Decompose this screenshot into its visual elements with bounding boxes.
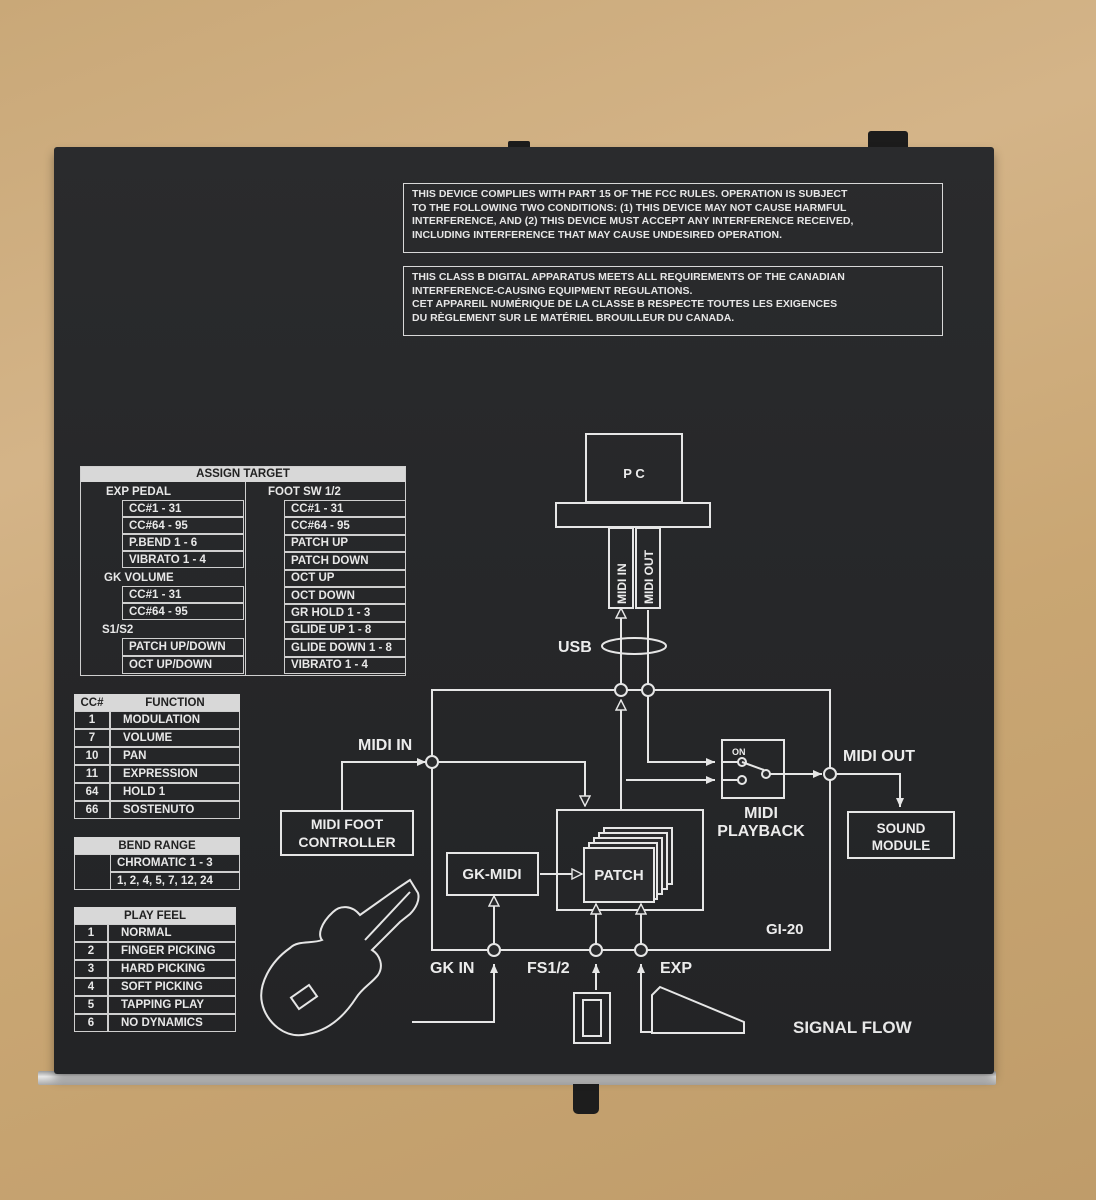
play-feel-number: 4 bbox=[74, 978, 108, 996]
exp-label: EXP bbox=[660, 960, 692, 977]
cc-number: 1 bbox=[74, 711, 110, 729]
footswitch-icon bbox=[573, 992, 611, 1044]
fcc-notice: THIS DEVICE COMPLIES WITH PART 15 OF THE… bbox=[403, 183, 943, 253]
gk-midi-label: GK-MIDI bbox=[462, 866, 521, 883]
play-feel-number: 2 bbox=[74, 942, 108, 960]
cc-function: HOLD 1 bbox=[110, 783, 240, 801]
midi-playback-label-2: PLAYBACK bbox=[717, 823, 805, 840]
gi20-label: GI-20 bbox=[766, 921, 804, 938]
play-feel-name: FINGER PICKING bbox=[108, 942, 236, 960]
gk-volume-header: GK VOLUME bbox=[104, 571, 174, 584]
usb-ring bbox=[601, 637, 667, 655]
assign-left-row: PATCH UP/DOWN bbox=[122, 638, 244, 656]
gk-in-label: GK IN bbox=[430, 960, 474, 977]
play-feel-title: PLAY FEEL bbox=[74, 907, 236, 924]
play-feel-name: TAPPING PLAY bbox=[108, 996, 236, 1014]
top-clip bbox=[868, 131, 908, 149]
assign-left-row: CC#64 - 95 bbox=[122, 517, 244, 534]
midi-foot-label-2: CONTROLLER bbox=[298, 834, 395, 850]
cc-function: PAN bbox=[110, 747, 240, 765]
play-feel-number: 5 bbox=[74, 996, 108, 1014]
exp-pedal-header: EXP PEDAL bbox=[106, 485, 171, 498]
gi20-box bbox=[431, 689, 831, 951]
midi-playback-label-1: MIDI bbox=[744, 805, 778, 822]
cc-number: 66 bbox=[74, 801, 110, 819]
on-label: ON bbox=[732, 747, 746, 757]
canada-notice: THIS CLASS B DIGITAL APPARATUS MEETS ALL… bbox=[403, 266, 943, 336]
function-col-header: FUNCTION bbox=[145, 696, 205, 709]
assign-left-row: CC#1 - 31 bbox=[122, 500, 244, 517]
cc-number: 7 bbox=[74, 729, 110, 747]
s1s2-header: S1/S2 bbox=[102, 623, 134, 636]
play-feel-name: SOFT PICKING bbox=[108, 978, 236, 996]
midi-out-port-label: MIDI OUT bbox=[642, 549, 656, 604]
midi-foot-label-1: MIDI FOOT bbox=[311, 816, 384, 832]
midi-in-port-label: MIDI IN bbox=[615, 563, 629, 604]
assign-left-row: CC#64 - 95 bbox=[122, 603, 244, 620]
assign-left-row: P.BEND 1 - 6 bbox=[122, 534, 244, 551]
midi-in-label: MIDI IN bbox=[358, 737, 412, 754]
assign-left-row: OCT UP/DOWN bbox=[122, 656, 244, 674]
signal-flow-label: SIGNAL FLOW bbox=[793, 1018, 912, 1037]
expression-pedal-icon bbox=[651, 985, 745, 1034]
patch-area bbox=[556, 809, 704, 911]
bend-range-row: 1, 2, 4, 5, 7, 12, 24 bbox=[110, 872, 240, 890]
pc-label: P C bbox=[623, 466, 645, 481]
play-feel-number: 6 bbox=[74, 1014, 108, 1032]
bend-range-row: CHROMATIC 1 - 3 bbox=[110, 854, 240, 872]
device-rim bbox=[38, 1071, 996, 1085]
assign-target-table: ASSIGN TARGET EXP PEDAL CC#1 - 31 CC#64 … bbox=[80, 466, 406, 678]
top-nub bbox=[508, 141, 530, 149]
pc-midi-out-port bbox=[635, 527, 661, 609]
device-knob bbox=[573, 1084, 599, 1114]
usb-label: USB bbox=[558, 639, 592, 656]
pc-base bbox=[555, 502, 711, 528]
guitar-icon bbox=[260, 878, 420, 1037]
midi-playback-switch bbox=[721, 739, 785, 799]
cc-number: 64 bbox=[74, 783, 110, 801]
play-feel-number: 3 bbox=[74, 960, 108, 978]
cc-number: 11 bbox=[74, 765, 110, 783]
cc-function: EXPRESSION bbox=[110, 765, 240, 783]
play-feel-name: NORMAL bbox=[108, 924, 236, 942]
fs12-label: FS1/2 bbox=[527, 960, 570, 977]
patch-label: PATCH bbox=[594, 867, 643, 884]
play-feel-name: NO DYNAMICS bbox=[108, 1014, 236, 1032]
bend-range-title: BEND RANGE bbox=[74, 837, 240, 854]
play-feel-number: 1 bbox=[74, 924, 108, 942]
cc-col-header: CC# bbox=[80, 696, 104, 709]
midi-out-label: MIDI OUT bbox=[843, 748, 915, 765]
assign-left-row: VIBRATO 1 - 4 bbox=[122, 551, 244, 568]
assign-target-title: ASSIGN TARGET bbox=[80, 466, 406, 482]
foot-sw-header: FOOT SW 1/2 bbox=[268, 485, 341, 498]
cc-function: VOLUME bbox=[110, 729, 240, 747]
midi-foot-controller-box bbox=[280, 810, 414, 856]
play-feel-name: HARD PICKING bbox=[108, 960, 236, 978]
sound-module-box bbox=[847, 811, 955, 859]
cc-function: MODULATION bbox=[110, 711, 240, 729]
cc-function: SOSTENUTO bbox=[110, 801, 240, 819]
assign-left-row: CC#1 - 31 bbox=[122, 586, 244, 603]
sound-module-label-1: SOUND bbox=[877, 821, 926, 836]
cc-number: 10 bbox=[74, 747, 110, 765]
patch-box bbox=[583, 847, 655, 903]
sound-module-label-2: MODULE bbox=[872, 838, 931, 853]
